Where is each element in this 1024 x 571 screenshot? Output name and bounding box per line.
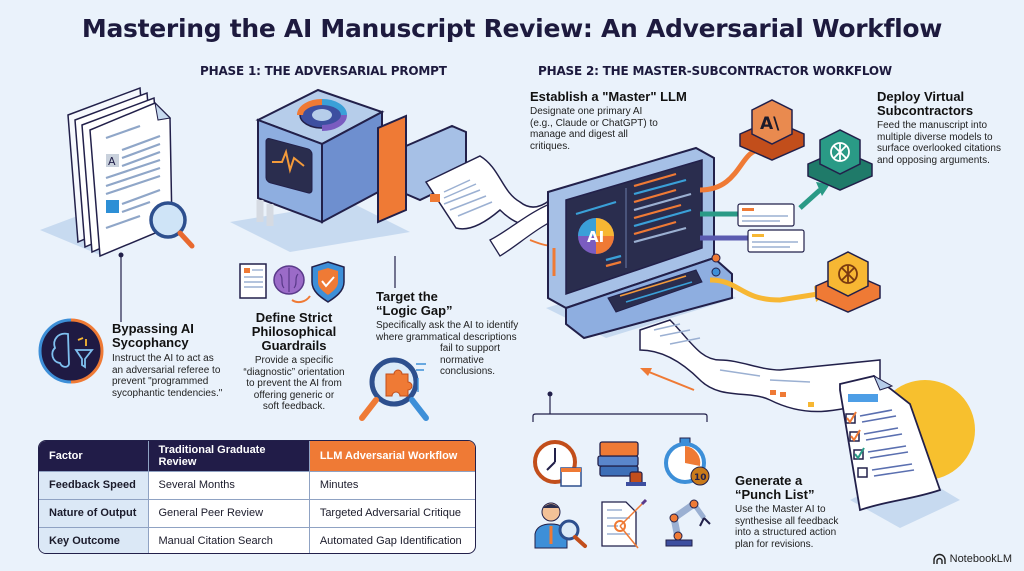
subcontractor-routing-lines <box>699 140 830 303</box>
anthropic-glyph: A\ <box>760 114 780 134</box>
punch-list-document-icon <box>839 374 975 528</box>
header-factor: Factor <box>39 441 149 472</box>
traditional-cell: Manual Citation Search <box>148 527 310 553</box>
notebooklm-logo-icon <box>932 553 946 564</box>
stopwatch-badge: 10 <box>694 473 707 483</box>
openai-yellow-model-block-icon <box>815 251 881 313</box>
guardrails-body: Provide a specific “diagnostic” orientat… <box>243 355 345 412</box>
phase-1-label: PHASE 1: THE ADVERSARIAL PROMPT <box>200 64 447 78</box>
anthropic-model-block-icon: A\ <box>739 99 805 161</box>
table-header-row: Factor Traditional Graduate Review LLM A… <box>39 441 475 472</box>
feedback-arrow-icon <box>640 368 695 391</box>
factor-cell: Key Outcome <box>39 527 149 553</box>
subcontractors-body: Feed the manuscript into multiple divers… <box>877 120 1001 166</box>
master-screen-label: AI <box>587 228 604 246</box>
guardrails-heading: Define Strict Philosophical Guardrails <box>251 310 337 353</box>
books-stamp-icon <box>597 441 646 486</box>
phase-2-label: PHASE 2: THE MASTER-SUBCONTRACTOR WORKFL… <box>538 64 892 78</box>
adversarial-prompt-machine-icon <box>230 88 551 252</box>
page-title: Mastering the AI Manuscript Review: An A… <box>81 14 943 43</box>
robot-arm-icon <box>665 499 711 547</box>
bypassing-heading: Bypassing AI Sycophancy <box>112 321 194 350</box>
table-row: Key Outcome Manual Citation Search Autom… <box>39 527 475 553</box>
traditional-cell: Several Months <box>148 471 310 500</box>
header-llm: LLM Adversarial Workflow <box>309 441 475 472</box>
clock-calendar-icon <box>533 440 582 487</box>
stopwatch-icon: 10 <box>664 437 710 486</box>
factor-cell: Nature of Output <box>39 499 149 528</box>
logic-gap-body: Specifically ask the AI to identify wher… <box>376 320 519 377</box>
subcontractors-heading: Deploy Virtual Subcontractors <box>877 89 974 118</box>
puzzle-magnifier-icon <box>359 357 429 421</box>
scroll-brain-shield-icon <box>239 261 345 304</box>
comparison-table: Factor Traditional Graduate Review LLM A… <box>38 440 476 554</box>
traditional-cell: General Peer Review <box>148 499 310 528</box>
header-traditional: Traditional Graduate Review <box>148 441 310 472</box>
brand-label: NotebookLM <box>949 553 1012 565</box>
output-paper-strip <box>639 319 881 413</box>
manuscript-stack-icon: A <box>40 86 195 258</box>
reviewer-magnifier-icon <box>534 502 587 549</box>
svg-text:A: A <box>108 155 116 168</box>
punch-list-body: Use the Master AI to synthesise all feed… <box>735 504 839 550</box>
master-llm-body: Designate one primary AI (e.g., Claude o… <box>530 106 658 152</box>
master-llm-heading: Establish a "Master" LLM <box>530 89 687 104</box>
bypassing-body: Instruct the AI to act as an adversarial… <box>112 353 223 399</box>
llm-cell: Minutes <box>309 471 475 500</box>
factor-cell: Feedback Speed <box>39 471 149 500</box>
openai-teal-model-block-icon <box>807 129 873 191</box>
llm-cell: Targeted Adversarial Critique <box>309 499 475 528</box>
connector-line <box>118 252 124 322</box>
punch-list-heading: Generate a “Punch List” <box>735 473 815 502</box>
table-row: Feedback Speed Several Months Minutes <box>39 471 475 500</box>
document-target-icon <box>601 498 648 549</box>
notebooklm-brand: NotebookLM <box>932 553 1012 565</box>
master-ai-terminal-icon: AI <box>546 146 736 340</box>
connector-line <box>394 256 396 288</box>
brain-filter-icon <box>38 318 104 384</box>
icon-grid-bracket <box>532 391 708 422</box>
llm-cell: Automated Gap Identification <box>319 535 462 548</box>
logic-gap-heading: Target the “Logic Gap” <box>376 289 453 318</box>
table-row: Nature of Output General Peer Review Tar… <box>39 499 475 528</box>
